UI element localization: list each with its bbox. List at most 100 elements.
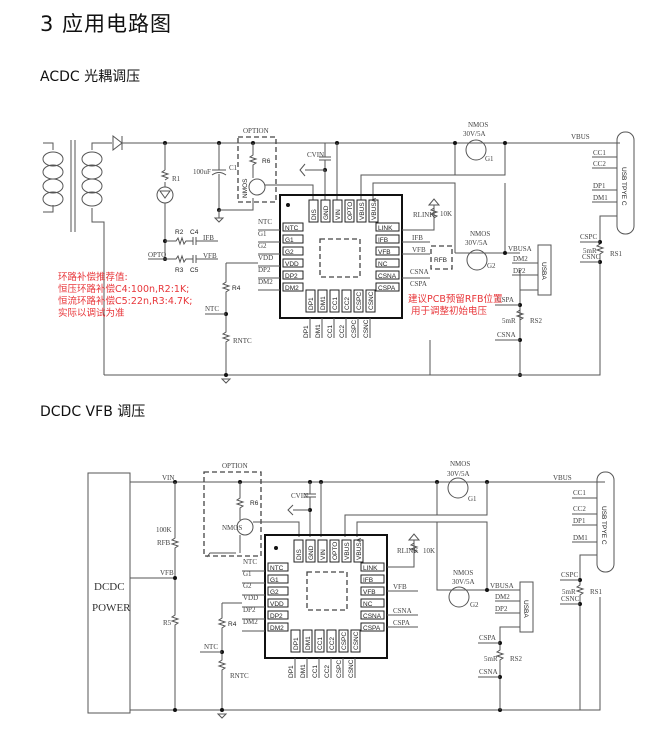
ic-bottom-pin	[341, 289, 352, 313]
ic-top-pin	[308, 199, 319, 223]
ic-bottom-pin	[350, 629, 361, 653]
ic-left-net-label: NTC	[243, 558, 257, 566]
ic-left-pin-label: DP2	[270, 613, 283, 620]
ic-bottom-net-label: CSNC	[363, 319, 370, 338]
ic-bottom-pin	[305, 289, 316, 313]
c4-label: C4	[190, 229, 199, 236]
rlink-pullup-icon	[427, 198, 441, 206]
rlink-value: 10K	[423, 547, 435, 555]
ground-icon	[213, 210, 225, 223]
ic-left-net-label: DP2	[243, 606, 256, 614]
ic-left-pin-label: DM2	[270, 625, 284, 632]
ic-left-pin	[267, 574, 289, 584]
ic-bottom-pin-label: CSNC	[353, 631, 360, 650]
rlink-pullup-icon	[407, 533, 421, 541]
usb-c-connector	[616, 131, 635, 235]
g2-label: G2	[470, 601, 479, 609]
rs2-value: 5mR	[484, 655, 498, 663]
ic-right-pin-label: LINK	[363, 565, 378, 572]
ic-top-pin-label: VBUSA	[371, 197, 378, 220]
r4-label: R4	[228, 621, 237, 628]
usbc-cc1: CC1	[593, 149, 606, 157]
optocoupler-icon	[156, 186, 174, 204]
ic-left-pin	[282, 246, 304, 256]
usb-a-label: USBA	[522, 600, 529, 618]
ic-right-pin	[360, 610, 385, 620]
ic-top-pin	[293, 539, 304, 563]
ic-left-pin	[267, 622, 289, 632]
r1-resistor-icon	[160, 169, 170, 181]
rntc-label: RNTC	[233, 337, 252, 345]
ic-right-pin	[360, 562, 385, 572]
r1-label: R1	[172, 175, 181, 183]
c1-value: 100uF	[193, 168, 211, 176]
ifb-right-label: IFB	[412, 234, 423, 242]
usbc-dp1: DP1	[573, 517, 586, 525]
rs2-value: 5mR	[502, 317, 516, 325]
cspa-right-label: CSPA	[410, 280, 427, 288]
r5-label: R5	[163, 619, 172, 627]
ic-right-pin	[375, 270, 400, 280]
rs1-label: RS1	[610, 250, 623, 258]
g2-label: G2	[487, 262, 496, 270]
csnc-net: CSNC	[561, 595, 580, 603]
cvin-label: CVIN	[291, 492, 308, 500]
power-label: POWER	[92, 602, 131, 614]
ic-bottom-net-label: DM1	[300, 664, 307, 678]
ic-left-pin-label: G2	[285, 249, 294, 256]
ic-top-pin-label: VIN	[335, 209, 342, 220]
ic-left-pin	[267, 562, 289, 572]
cspc-net: CSPC	[561, 571, 578, 579]
ic-right-pin-label: CSPA	[378, 285, 396, 292]
g1-label: G1	[468, 495, 477, 503]
usb-c-connector	[596, 471, 615, 573]
c1-label: C1	[229, 164, 238, 172]
ic-bottom-pin-label: CC1	[332, 297, 339, 310]
cspa-net: CSPA	[497, 296, 514, 304]
ic-right-pin-label: IFB	[378, 237, 388, 244]
ic-top-pin	[356, 199, 367, 223]
ic-top-pin	[329, 539, 340, 563]
g2-type: NMOS	[453, 569, 473, 577]
ic-right-pin-label: CSNA	[378, 273, 397, 280]
ic-left-pin	[282, 222, 304, 232]
ic-right-pin-label: CSPA	[363, 625, 381, 632]
ic-left-pin-label: G1	[285, 237, 294, 244]
r3-label: R3	[175, 267, 184, 274]
ic-right-pin	[375, 282, 400, 292]
vfb-right-label: VFB	[393, 583, 407, 591]
ic-left-pin-label: NTC	[285, 225, 299, 232]
csna-right-label: CSNA	[410, 268, 429, 276]
rs1-value: 5mR	[583, 247, 597, 255]
ic-bottom-pin-label: CSPC	[341, 632, 348, 650]
ground-icon	[220, 378, 232, 384]
ic-bottom-pin-label: DM1	[320, 296, 327, 310]
ic-bottom-pin	[314, 629, 325, 653]
usb-c-label: USB TPYE C	[600, 506, 607, 545]
r6-label: R6	[250, 500, 259, 507]
vfb-net-label: VFB	[203, 252, 217, 260]
ic-bottom-net-label: CC1	[327, 325, 334, 338]
transformer-icon	[42, 140, 112, 375]
rfb-option-box	[430, 245, 453, 270]
ic-bottom-pin	[317, 289, 328, 313]
dcdc-schematic: DCDC POWER VIN 100K RFB VFB R5 OPTION R6…	[87, 460, 615, 719]
ic-bottom-pin	[326, 629, 337, 653]
ic-bottom-pin	[338, 629, 349, 653]
ntc-net-label: NTC	[205, 305, 219, 313]
ic-right-pin-label: NC	[363, 601, 373, 608]
ic-left-pin	[282, 258, 304, 268]
ic-bottom-pin-label: CSNC	[368, 291, 375, 310]
ic-left-pin-label: G2	[270, 589, 279, 596]
ic-top-pin	[353, 539, 364, 563]
ic-top-pin	[344, 199, 355, 223]
ic-top-pin-label: VBUS	[344, 542, 351, 560]
rs2-label: RS2	[510, 655, 523, 663]
ic-right-pin-label: VFB	[363, 589, 376, 596]
usb-c-label: USB TPYE C	[620, 167, 627, 206]
ic-top-pin-label: DIS	[311, 209, 318, 221]
ic-bottom-pin-label: DP1	[308, 297, 315, 310]
ic-top-pin	[341, 539, 352, 563]
